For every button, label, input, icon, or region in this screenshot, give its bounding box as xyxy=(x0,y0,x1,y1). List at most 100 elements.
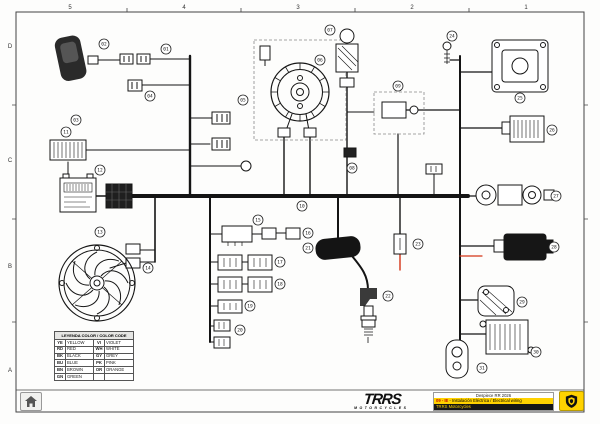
ignition-switch xyxy=(335,28,359,158)
part-callout xyxy=(144,90,156,102)
battery xyxy=(59,173,97,213)
wiring-harness xyxy=(67,54,511,361)
part-callout xyxy=(314,54,326,66)
model-name: Despiece RR 2026 xyxy=(434,392,553,398)
part-callout-number: 04 xyxy=(147,94,153,100)
part-callout-number: 21 xyxy=(305,246,311,252)
part-callout xyxy=(94,164,106,176)
part-callout-number: 29 xyxy=(519,300,525,306)
legend-cell: RED xyxy=(65,345,94,354)
main-harness-connector xyxy=(105,183,133,209)
grid-label-top: 5 xyxy=(68,5,72,11)
part-callout-number: 30 xyxy=(533,350,539,356)
legend-cell: VIOLET xyxy=(104,339,134,347)
part-callout-number: 22 xyxy=(385,294,391,300)
part-callout xyxy=(476,362,488,374)
part-callout-number: 11 xyxy=(63,130,69,136)
part-callout xyxy=(274,278,286,290)
title-info: Despiece RR 2026 09 - IE - Instalación E… xyxy=(433,391,554,411)
grid-label-left: D xyxy=(8,44,13,50)
part-callout xyxy=(98,38,110,50)
home-icon xyxy=(25,396,37,407)
part-callout-number: 08 xyxy=(349,166,355,172)
title-block: TRRS MOTORCYCLES Despiece RR 2026 09 - I… xyxy=(336,391,584,411)
part-callout-number: 26 xyxy=(549,128,555,134)
part-callout-number: 09 xyxy=(395,84,401,90)
legend-cell: VI xyxy=(93,339,105,347)
cdi-unit xyxy=(49,139,87,161)
legend-cell: GREY xyxy=(104,352,134,361)
grid-label-left: C xyxy=(8,158,13,164)
part-callout xyxy=(514,92,526,104)
legend-cell: YE xyxy=(54,339,66,347)
brand-subtitle: MOTORCYCLES xyxy=(353,405,409,410)
legend-cell: BN xyxy=(54,366,66,375)
legend-cell: RD xyxy=(54,345,66,354)
stator-assembly xyxy=(253,39,347,141)
components xyxy=(49,28,555,379)
part-callout xyxy=(546,124,558,136)
headlight-assembly xyxy=(54,35,99,81)
grid-label-left: B xyxy=(8,264,12,270)
ignition-coil-right xyxy=(493,233,554,261)
grid-label-top: 3 xyxy=(296,5,300,11)
legend-cell: GY xyxy=(93,352,105,361)
legend-cell: ORANGE xyxy=(104,366,134,375)
footer-brand: TRRS Motorcycles xyxy=(434,404,553,410)
part-callout-number: 31 xyxy=(479,366,485,372)
brand-name: TRRS xyxy=(362,390,402,408)
part-callout xyxy=(94,226,106,238)
part-callout xyxy=(302,227,314,239)
sensor-module xyxy=(373,91,443,175)
part-callout xyxy=(302,242,314,254)
part-callout-number: 16 xyxy=(305,231,311,237)
part-callout xyxy=(296,200,308,212)
part-callout xyxy=(142,262,154,274)
part-callout xyxy=(446,30,458,42)
fan-connectors xyxy=(125,243,141,269)
home-button[interactable] xyxy=(20,392,42,411)
legend-cell: BLUE xyxy=(65,359,94,368)
part-callout xyxy=(244,300,256,312)
part-callout-number: 19 xyxy=(247,304,253,310)
brand-shield xyxy=(559,391,584,411)
legend-cell: OR xyxy=(93,366,105,375)
part-callout xyxy=(274,256,286,268)
document-name: - Instalación Eléctrica / Electrical wir… xyxy=(449,398,522,404)
bolt xyxy=(442,41,452,64)
part-callout-number: 13 xyxy=(97,230,103,236)
spark-plug xyxy=(360,288,377,343)
legend-cell: BU xyxy=(54,359,66,368)
part-callout-number: 15 xyxy=(255,218,261,224)
part-callout xyxy=(530,346,542,358)
legend-cell: WHITE xyxy=(104,345,134,354)
part-callout-number: 27 xyxy=(553,194,559,200)
tail-light xyxy=(445,339,469,379)
sheet-frame xyxy=(12,8,588,413)
throttle-body xyxy=(475,184,555,206)
part-callout-number: 25 xyxy=(517,96,523,102)
part-callout-number: 02 xyxy=(101,42,107,48)
document-title: 09 - IE - Instalación Eléctrica / Electr… xyxy=(434,397,553,404)
part-callout xyxy=(516,296,528,308)
part-callout-number: 01 xyxy=(163,47,169,53)
regulator-rectifier xyxy=(479,319,535,355)
part-callouts: 0102030405060708091011121314151617181920… xyxy=(60,24,562,374)
connector-cluster xyxy=(213,254,273,349)
legend-cell: BLACK xyxy=(65,352,94,361)
grid-label-top: 4 xyxy=(182,5,186,11)
part-callout xyxy=(412,238,424,250)
part-callout xyxy=(237,94,249,106)
rectifier xyxy=(501,115,545,143)
grid-label-top: 1 xyxy=(524,5,528,11)
legend-title: LEYENDA COLOR / COLOR CODE xyxy=(54,331,134,340)
part-callout xyxy=(160,43,172,55)
part-callout xyxy=(70,114,82,126)
part-callout-number: 14 xyxy=(145,266,151,272)
